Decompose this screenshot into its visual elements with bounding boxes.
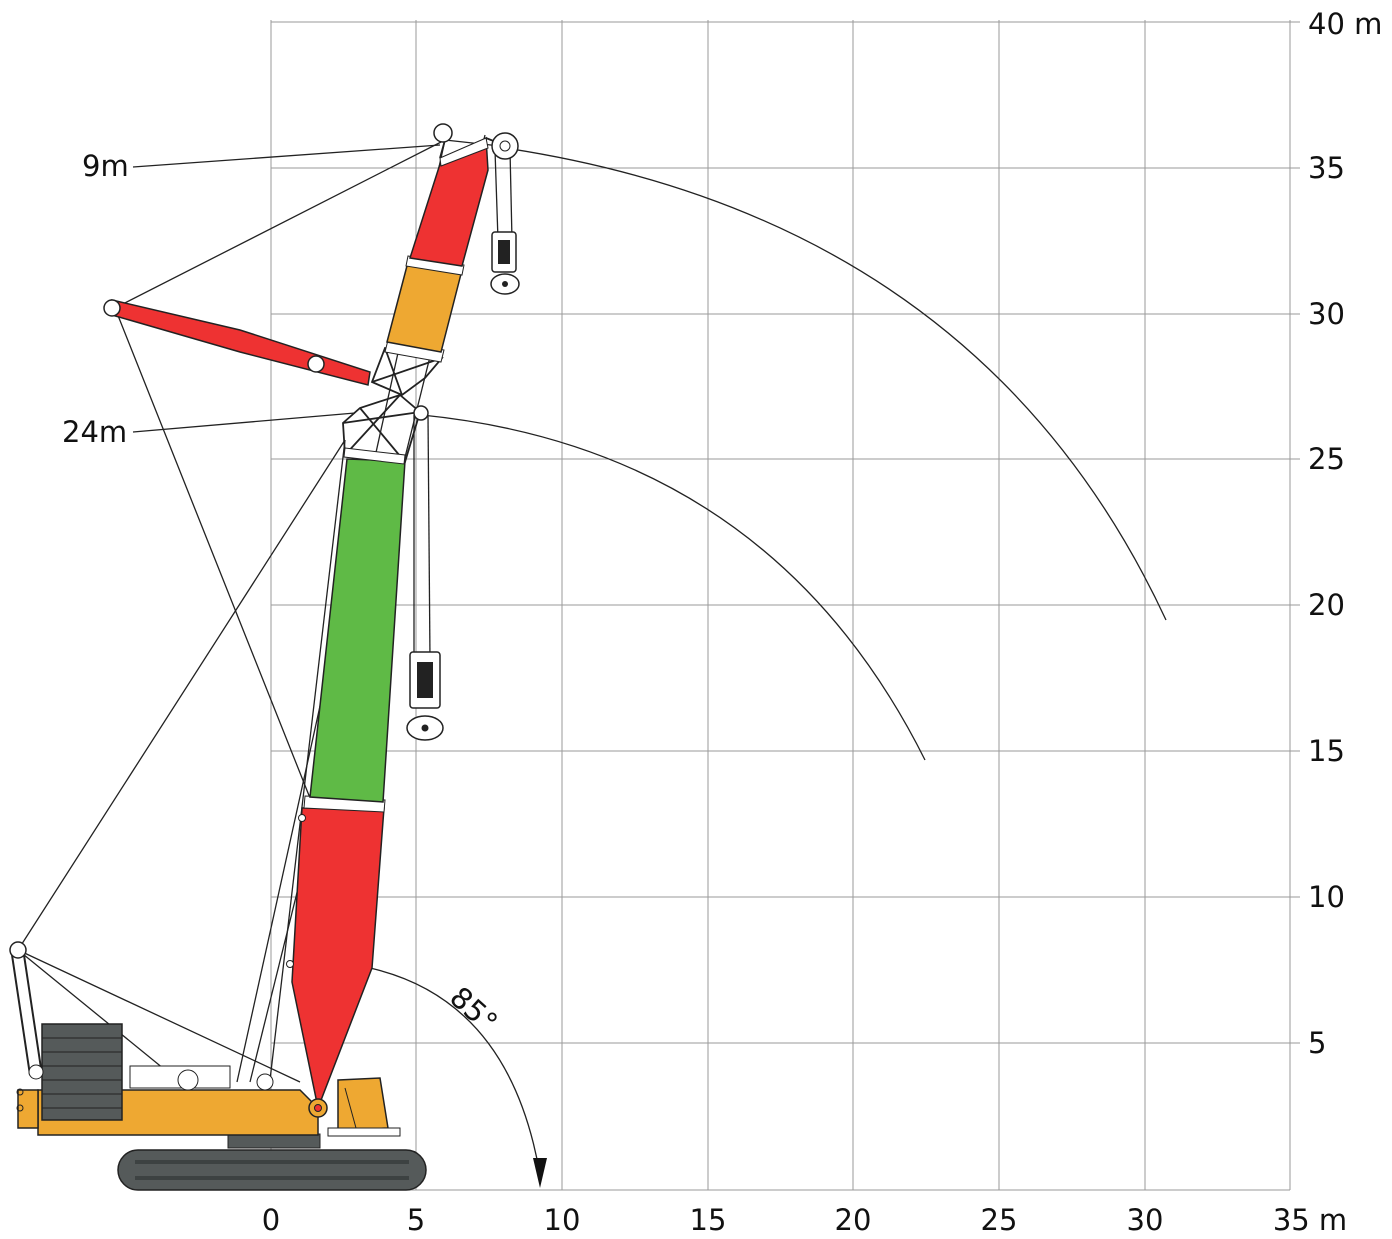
y-tick-label: 20 [1308, 588, 1345, 622]
x-tick-label: 25 [981, 1203, 1018, 1237]
x-tick-label: 30 [1127, 1203, 1164, 1237]
angle-label: 85° [443, 980, 504, 1040]
y-tick-label: 40 m [1308, 7, 1382, 41]
jib-orange-section [386, 261, 463, 353]
lower-hook-block [406, 651, 444, 741]
boom-base-section [291, 807, 385, 1111]
sheaves [433, 123, 519, 160]
y-tick-label: 25 [1308, 442, 1345, 476]
luffing-jib [386, 136, 507, 353]
main-boom [286, 458, 406, 1118]
crawler-track [117, 1149, 427, 1191]
a-frame-mast [9, 941, 44, 1080]
counterweight [41, 1023, 123, 1121]
x-tick-label: 10 [544, 1203, 581, 1237]
boom-length-label: 24m [62, 415, 127, 449]
y-axis-ticks: 5 10 15 20 25 30 35 40 m [1308, 7, 1382, 1060]
x-tick-label: 5 [407, 1203, 425, 1237]
y-tick-label: 35 [1308, 151, 1345, 185]
upper-hook-block [490, 231, 520, 295]
length-labels: 9m 24m [62, 144, 441, 449]
backstay-strut [103, 299, 371, 386]
x-tick-label: 15 [690, 1203, 727, 1237]
rigging-ropes [17, 134, 513, 1083]
jib-connection-truss [370, 339, 445, 397]
boom-head-truss [342, 393, 429, 465]
x-tick-label: 0 [262, 1203, 280, 1237]
arrow-down-icon [533, 1158, 547, 1188]
jib-radius-arc [504, 147, 1167, 621]
jib-length-label: 9m [82, 149, 129, 183]
x-tick-label: 20 [835, 1203, 872, 1237]
x-tick-label: 35 m [1273, 1203, 1347, 1237]
y-tick-label: 15 [1308, 734, 1345, 768]
grid [270, 20, 1300, 1191]
y-tick-label: 10 [1308, 880, 1345, 914]
y-tick-label: 5 [1308, 1026, 1326, 1060]
boom-radius-arc [421, 414, 926, 761]
y-tick-label: 30 [1308, 297, 1345, 331]
x-axis-ticks: 0 5 10 15 20 25 30 35 m [262, 1203, 1347, 1237]
jib-red-section [409, 136, 489, 267]
